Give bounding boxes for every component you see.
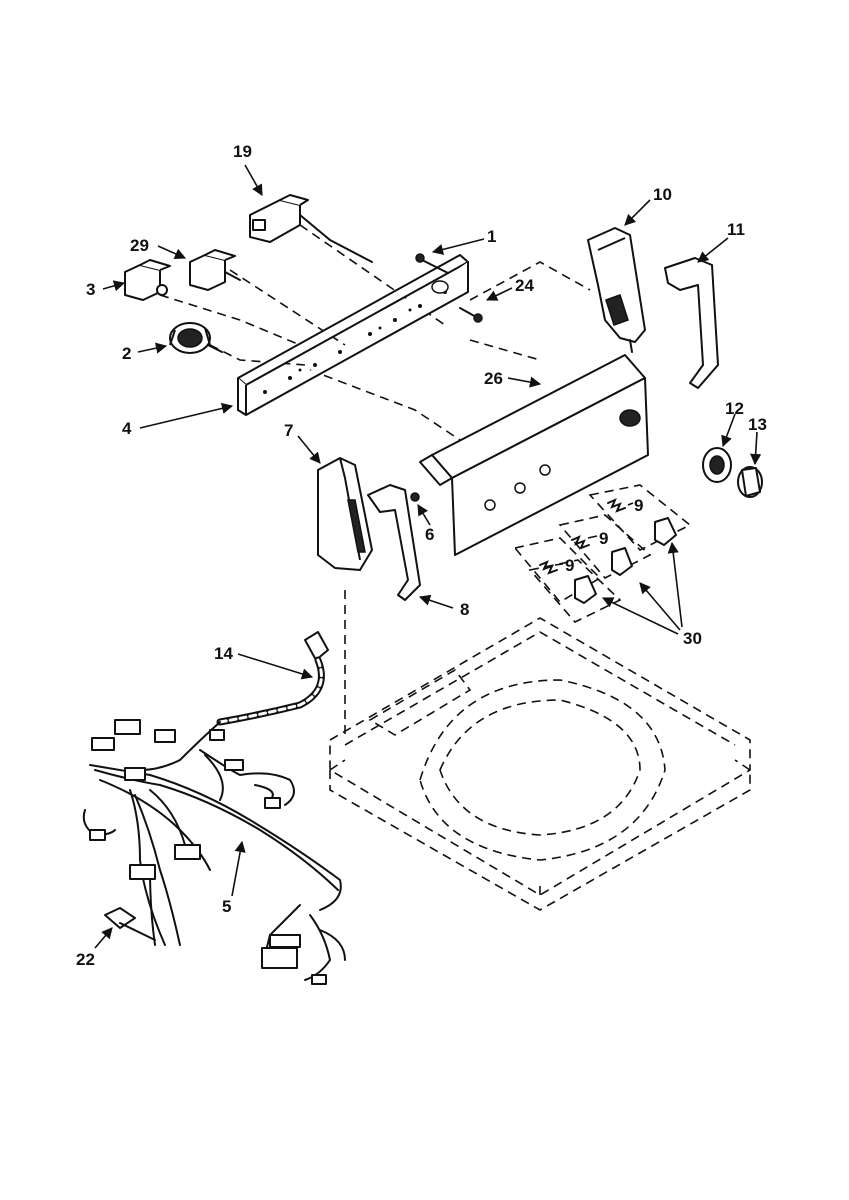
alignment-lines xyxy=(159,224,591,740)
callout-22: 22 xyxy=(76,950,95,969)
part-4-console-bracket xyxy=(237,254,469,416)
part-11-end-trim xyxy=(664,257,719,389)
part-6-screw xyxy=(410,492,420,502)
part-10-end-cap xyxy=(587,227,646,353)
part-22-clip xyxy=(104,907,156,941)
callout-2: 2 xyxy=(122,344,131,363)
part-3-switch xyxy=(124,259,171,301)
part-29-switch xyxy=(189,249,241,291)
callout-9a: 9 xyxy=(634,496,643,515)
callout-7: 7 xyxy=(284,421,293,440)
leader-arrows xyxy=(94,164,762,949)
callout-19: 19 xyxy=(233,142,252,161)
callout-30: 30 xyxy=(683,629,702,648)
callout-4: 4 xyxy=(122,419,132,438)
top-panel-outline xyxy=(329,617,751,911)
callout-9b: 9 xyxy=(599,529,608,548)
part-2-rotary-switch xyxy=(169,322,223,354)
callout-13: 13 xyxy=(748,415,767,434)
callout-labels: 19 29 3 2 4 1 24 10 11 26 7 6 8 12 13 9 … xyxy=(76,142,767,969)
part-24-screw xyxy=(459,307,483,323)
part-7-end-cap xyxy=(317,457,373,571)
part-26-console xyxy=(419,354,649,556)
part-5-wiring-harness xyxy=(82,719,346,985)
callout-5: 5 xyxy=(222,897,231,916)
callout-26: 26 xyxy=(484,369,503,388)
callout-1: 1 xyxy=(487,227,496,246)
callout-8: 8 xyxy=(460,600,469,619)
part-13-knob xyxy=(737,466,763,498)
callout-11: 11 xyxy=(727,220,745,239)
callout-3: 3 xyxy=(86,280,95,299)
callout-6: 6 xyxy=(425,525,434,544)
callout-10: 10 xyxy=(653,185,672,204)
part-8-end-trim xyxy=(367,484,421,601)
callout-14: 14 xyxy=(214,644,233,663)
callout-12: 12 xyxy=(725,399,744,418)
callout-9c: 9 xyxy=(565,556,574,575)
part-9-springs xyxy=(539,498,626,575)
part-1-screw xyxy=(415,253,449,274)
part-19-timer xyxy=(249,194,373,263)
part-14-power-cord xyxy=(216,631,329,726)
callout-24: 24 xyxy=(515,276,534,295)
callout-29: 29 xyxy=(130,236,149,255)
part-12-knob-skirt xyxy=(702,447,732,483)
